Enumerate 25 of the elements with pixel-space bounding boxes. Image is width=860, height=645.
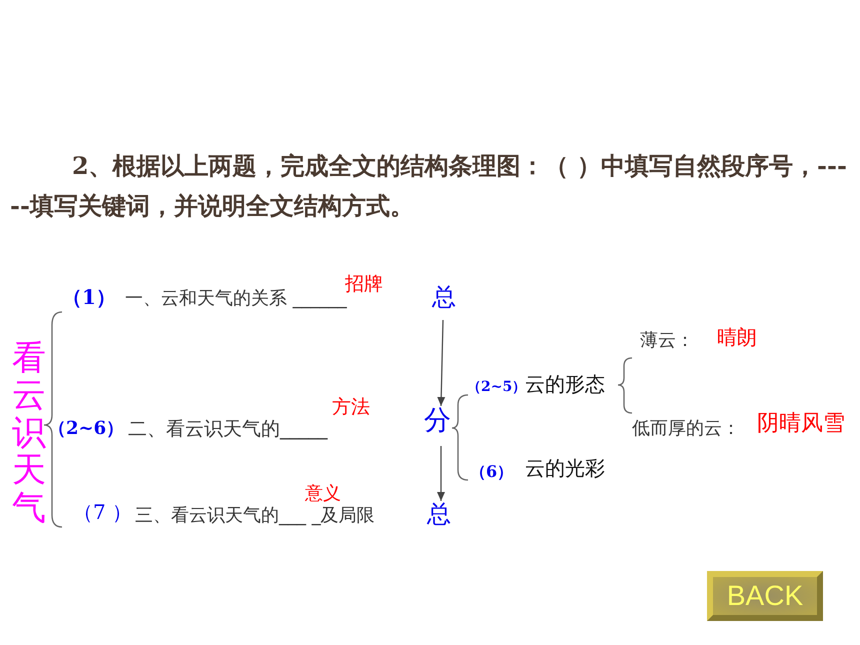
paragraph-number: （2~6） [48, 418, 124, 440]
cloud-type-text: 低而厚的云： [632, 418, 740, 440]
answer-text: 晴朗 [717, 325, 757, 349]
answer-text: 意义 [305, 483, 341, 505]
answer-text: 阴晴风雪 [757, 411, 845, 438]
outline-item: 二、看云识天气的_____ [128, 418, 328, 441]
outline-item: 三、看云识天气的___ _及局限 [135, 505, 375, 527]
paragraph-number: （7 ） [73, 500, 132, 524]
outline-item: 一、云和天气的关系 ______ [125, 288, 347, 310]
structure-label: 总 [427, 501, 451, 528]
answer-text: 招牌 [345, 273, 383, 296]
cloud-type-text: 薄云： [640, 330, 694, 352]
arrow [437, 446, 445, 501]
structure-label: 总 [432, 284, 456, 310]
arrow [437, 320, 446, 406]
instruction-text: 2、根据以上两题，完成全文的结构条理图：（ ）中填写自然段序号，-----填写关键词，并说明全文结构方式。 [10, 150, 848, 222]
paragraph-number: （2~5） [467, 379, 526, 396]
answer-text: 方法 [332, 396, 370, 419]
paragraph-number: （6） [470, 462, 514, 482]
sub-topic-text: 云的光彩 [525, 456, 605, 480]
vertical-title: 看云识天气 [12, 340, 47, 527]
structure-label: 分 [424, 406, 451, 436]
paragraph-number: （1） [62, 285, 116, 309]
sub-topic-text: 云的形态 [525, 372, 605, 396]
back-button: BACK [707, 571, 823, 621]
